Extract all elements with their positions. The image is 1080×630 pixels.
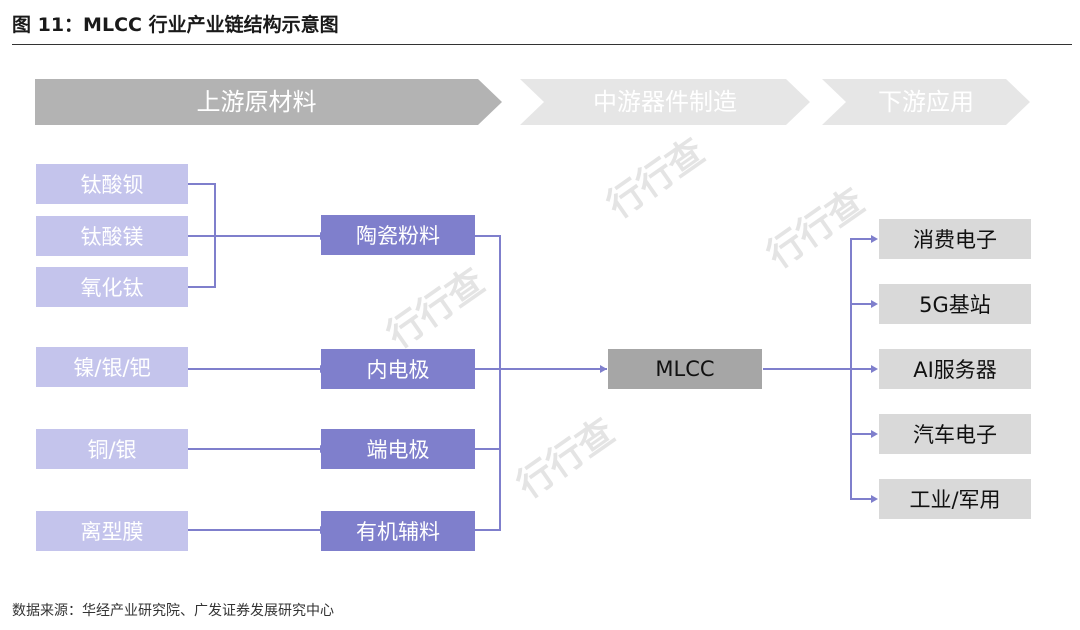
stage-arrow-downstream <box>822 79 1030 125</box>
application-box: 工业/军用 <box>879 479 1031 519</box>
stage-label-downstream: 下游应用 <box>878 88 974 116</box>
raw-material-box: 钛酸镁 <box>36 216 188 256</box>
stage-arrow-midstream <box>520 79 810 125</box>
mlcc-product-box: MLCC <box>608 349 762 389</box>
stage-arrow-upstream <box>35 79 502 125</box>
source-note: 数据来源：华经产业研究院、广发证券发展研究中心 <box>12 603 334 619</box>
intermediate-box: 陶瓷粉料 <box>321 215 475 255</box>
raw-material-box: 氧化钛 <box>36 267 188 307</box>
application-box: 汽车电子 <box>879 414 1031 454</box>
raw-material-box: 离型膜 <box>36 511 188 551</box>
intermediate-box: 端电极 <box>321 429 475 469</box>
title-divider <box>12 44 1072 45</box>
intermediate-box: 内电极 <box>321 349 475 389</box>
stage-label-upstream: 上游原材料 <box>196 88 317 116</box>
figure-title: 图 11：MLCC 行业产业链结构示意图 <box>12 14 339 36</box>
raw-material-box: 铜/银 <box>36 429 188 469</box>
raw-material-box: 镍/银/钯 <box>36 347 188 387</box>
intermediate-box: 有机辅料 <box>321 511 475 551</box>
stage-label-midstream: 中游器件制造 <box>593 88 737 116</box>
application-box: 消费电子 <box>879 219 1031 259</box>
application-box: AI服务器 <box>879 349 1031 389</box>
connectors <box>188 183 876 531</box>
raw-material-box: 钛酸钡 <box>36 164 188 204</box>
application-box: 5G基站 <box>879 284 1031 324</box>
